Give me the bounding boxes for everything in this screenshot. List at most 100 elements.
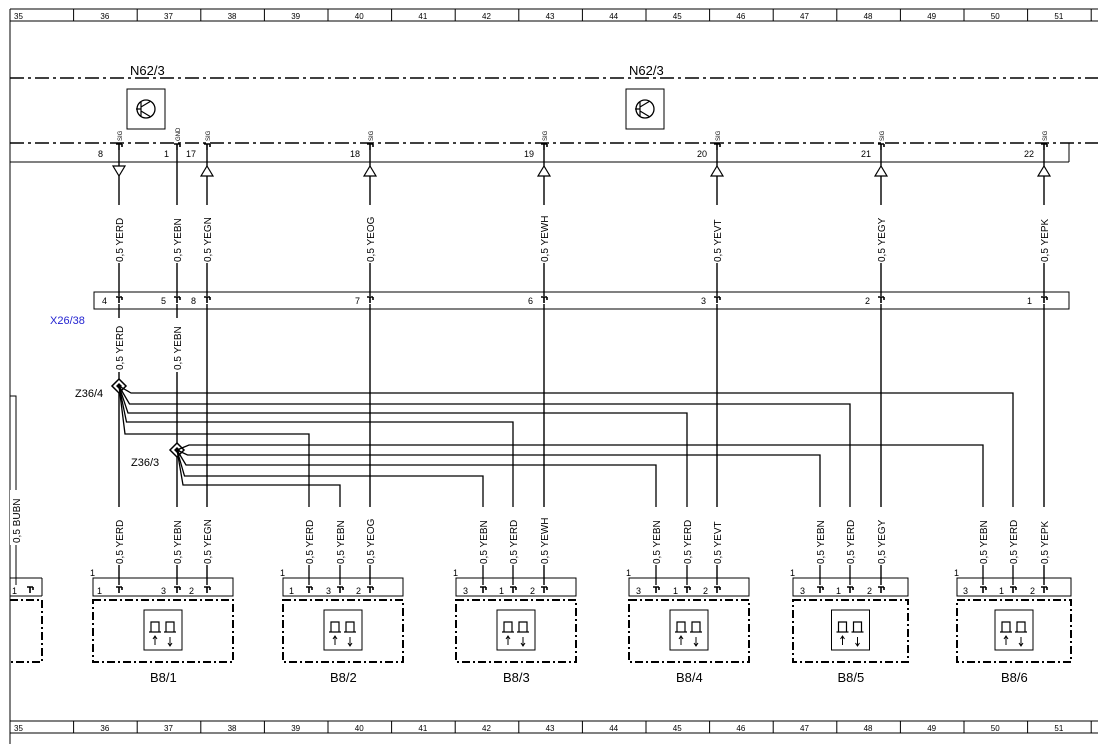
sensor-pin-number: 1 [999, 586, 1004, 596]
wire-label: 0,5 YEGN [203, 519, 214, 564]
wire-label: 0,5 YERD [846, 520, 857, 564]
grid-number: 37 [164, 12, 173, 21]
connector-terminal [204, 296, 211, 303]
connector-pin-number: 4 [102, 296, 107, 306]
pin-signal-label: SIG [880, 130, 886, 141]
sensor-terminal [541, 586, 548, 593]
grid-number: 35 [14, 724, 23, 733]
grid-number: 50 [991, 724, 1000, 733]
wire-label: 0,5 YEBN [479, 520, 490, 564]
sensor-connector [956, 577, 1072, 597]
bidirectional-arrow-icon [678, 635, 699, 647]
wire [118, 385, 1014, 585]
wire-label-bg [1007, 507, 1019, 565]
pin-number: 22 [1024, 149, 1034, 159]
wire-label: 0,5 YEVT [713, 219, 724, 262]
wire-label: 0,5 YEOG [366, 518, 377, 564]
sensor-terminal [337, 586, 344, 593]
bidirectional-arrow-icon [332, 635, 353, 647]
sensor-pin-number: 1 [673, 586, 678, 596]
connector-pin-number: 8 [191, 296, 196, 306]
wire-label-bg [303, 507, 315, 565]
wire-label: 0,5 YEBN [816, 520, 827, 564]
wire-label: 0,5 YERD [305, 520, 316, 564]
grid-number: 50 [991, 12, 1000, 21]
grid-number: 49 [927, 724, 936, 733]
connector-pin-number: 5 [161, 296, 166, 306]
wire-label: 0,5 YEPK [1040, 520, 1051, 564]
sensor-pin-number: 1 [289, 586, 294, 596]
ultrasonic-transducer-icon [836, 621, 864, 633]
pin-signal-label: GND [176, 127, 182, 141]
ultrasonic-transducer-icon [329, 621, 356, 633]
sensor-pin-number: 1 [12, 586, 17, 596]
input-arrow-icon [362, 164, 378, 177]
pin-number: 18 [350, 149, 360, 159]
sensor-terminal [204, 586, 211, 593]
wire [176, 449, 484, 585]
wire-label-bg [538, 205, 550, 263]
sensor-pin-number: 3 [161, 586, 166, 596]
sensor-body [282, 599, 404, 663]
wire-label: 0,5 YERD [115, 218, 126, 262]
pin-number: 21 [861, 149, 871, 159]
sensor-terminal [980, 586, 987, 593]
grid-number: 45 [673, 724, 682, 733]
sensor-connector [282, 577, 404, 597]
sensor-connector-corner: 1 [280, 568, 285, 578]
grid-number: 35 [14, 12, 23, 21]
sensor-terminal [174, 586, 181, 593]
sensor-terminal [116, 586, 123, 593]
wire-label: 0,5 YEGY [877, 519, 888, 564]
sensor-connector [92, 577, 234, 597]
sensor-connector-corner: 1 [626, 568, 631, 578]
connector-terminal [174, 296, 181, 303]
sensor-symbol-box [994, 609, 1034, 651]
grid-number: 41 [418, 724, 427, 733]
module-box [625, 88, 665, 130]
wire-label-bg [650, 507, 662, 565]
pin-terminal [1041, 143, 1048, 150]
pin-number: 20 [697, 149, 707, 159]
connector-pin-number: 1 [1027, 296, 1032, 306]
sensor-terminal [817, 586, 824, 593]
wire-label-bg [334, 507, 346, 565]
sensor-pin-number: 1 [836, 586, 841, 596]
wire-label-bg [711, 205, 723, 263]
wire [118, 385, 851, 585]
sensor-pin-number: 2 [867, 586, 872, 596]
sensor-terminal [510, 586, 517, 593]
connector-terminal [1041, 296, 1048, 303]
wire-label: 0,5 YERD [115, 326, 126, 370]
wire-label-bg [538, 507, 550, 565]
sensor-label: B8/3 [503, 670, 530, 685]
sensor-connector [628, 577, 750, 597]
sensor-terminal [1010, 586, 1017, 593]
wire-label: 0,5 YEGY [877, 217, 888, 262]
grid-number: 45 [673, 12, 682, 21]
sensor-label: B8/4 [676, 670, 703, 685]
wire-label-bg [113, 205, 125, 263]
wire [118, 385, 514, 585]
grid-number: 47 [800, 12, 809, 21]
sensor-body [956, 599, 1072, 663]
grid-number: 40 [355, 724, 364, 733]
grid-number: 48 [864, 724, 873, 733]
sensor-pin-number: 2 [189, 586, 194, 596]
input-arrow-icon [536, 164, 552, 177]
grid-number: 42 [482, 12, 491, 21]
pin-number: 8 [98, 149, 103, 159]
pin-number: 1 [164, 149, 169, 159]
input-arrow-icon [199, 164, 215, 177]
grid-number: 46 [736, 724, 745, 733]
grid-number: 43 [546, 12, 555, 21]
grid-number: 38 [228, 12, 237, 21]
sensor-symbol-box [669, 609, 709, 651]
connector-pin-number: 2 [865, 296, 870, 306]
sensor-label: B8/2 [330, 670, 357, 685]
sensor-terminal [306, 586, 313, 593]
grid-number: 40 [355, 12, 364, 21]
grid-number: 38 [228, 724, 237, 733]
pin-signal-label: SIG [716, 130, 722, 141]
